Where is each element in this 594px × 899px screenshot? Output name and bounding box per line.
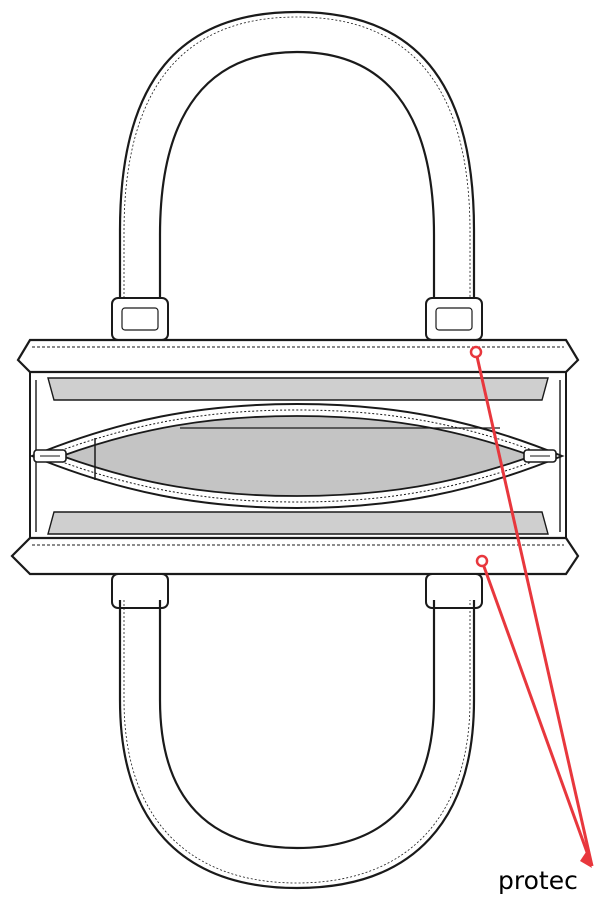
zipper-pull-right <box>523 449 557 463</box>
callout-marker-upper <box>469 345 483 359</box>
callout-leaders <box>474 351 594 867</box>
top-handle <box>118 10 476 322</box>
bottom-handle-connectors <box>111 573 483 609</box>
bag-body <box>29 371 567 541</box>
upper-rim <box>16 338 580 374</box>
callout-label: protec <box>498 866 578 895</box>
callout-marker-lower <box>475 554 489 568</box>
top-handle-connectors <box>111 297 483 341</box>
callout-arrowhead <box>580 852 592 868</box>
bottom-handle <box>118 600 476 890</box>
lower-rim <box>10 536 580 576</box>
zipper-pull-left <box>33 449 67 463</box>
